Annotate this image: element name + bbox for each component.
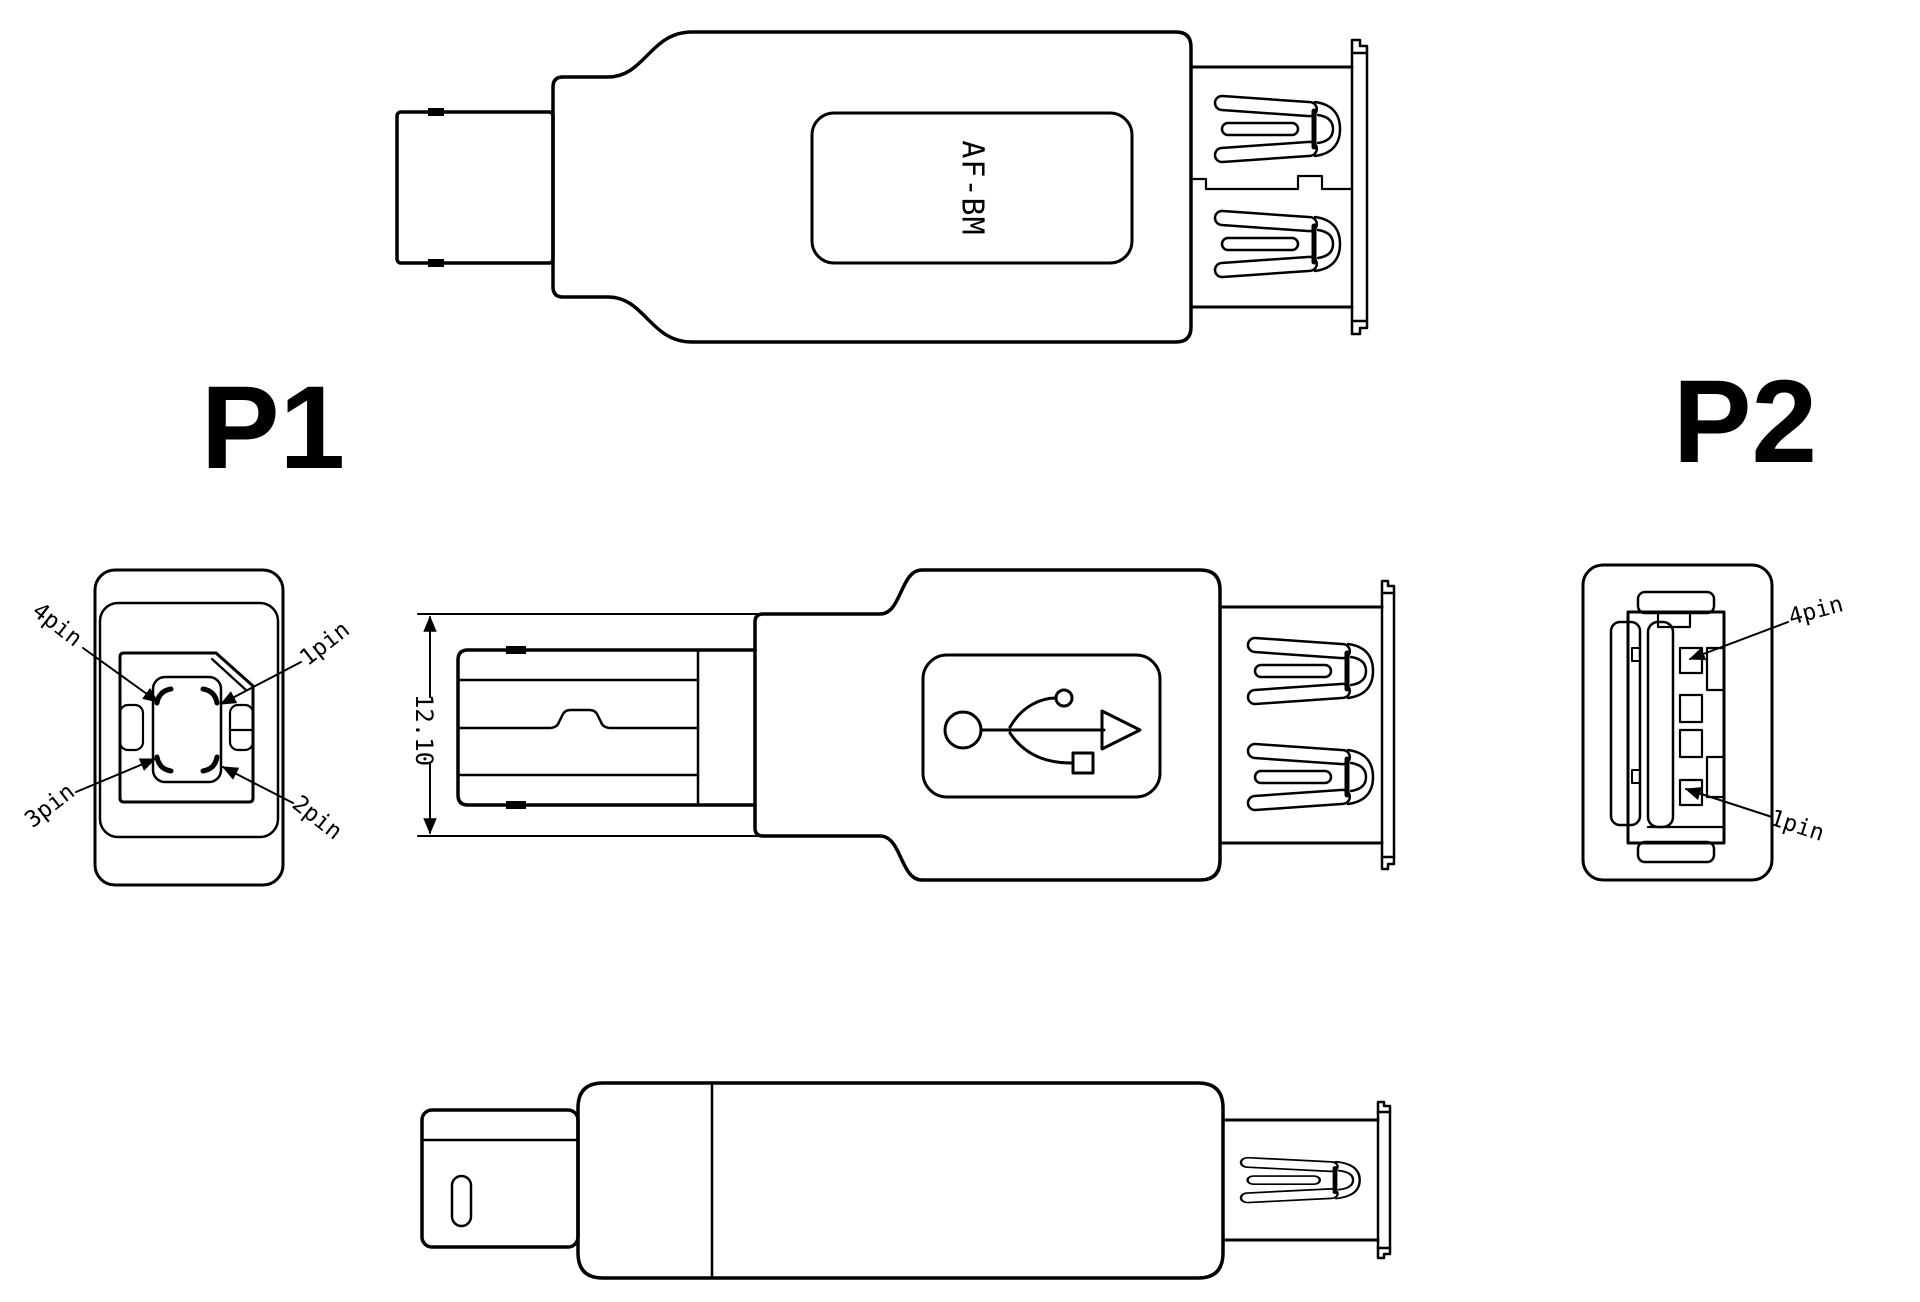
top-a-shell-cap — [1350, 51, 1369, 323]
side-a-shell-tab-bottom — [1380, 855, 1396, 871]
side-b-tick-top — [506, 646, 526, 654]
p2-outer-body — [1581, 563, 1774, 882]
bottom-a-shell-cap — [1376, 1110, 1392, 1250]
p1-contact-4 — [154, 686, 174, 706]
top-a-shell-tab-top — [1350, 38, 1369, 55]
port1-label: P1 — [201, 362, 345, 494]
p2-left-column — [1609, 620, 1642, 827]
p1-leader-4pin — [82, 647, 160, 703]
bottom-a-shell-tab-top — [1376, 1100, 1392, 1114]
p1-leader-1pin — [219, 661, 302, 705]
p2-shell-notch-top — [1656, 610, 1692, 629]
p2-pin-label-4: 4pin — [1786, 591, 1846, 630]
top-a-shell-spring-upper — [1215, 96, 1340, 163]
usb-logo-panel — [921, 653, 1162, 799]
side-a-shell-spring-lower — [1248, 744, 1373, 811]
p1-leader-2pin — [221, 766, 294, 804]
p1-pin-label-1: 1pin — [295, 617, 355, 672]
bottom-a-shell-spring — [1241, 1157, 1360, 1203]
side-body-outline — [753, 568, 1222, 882]
p1-groove-left — [118, 703, 145, 752]
p2-spring-cutout-bottom — [1705, 755, 1726, 799]
bottom-a-shell-tab-bottom — [1376, 1246, 1392, 1260]
p2-shell-bump-bottom — [1636, 840, 1716, 864]
p1-end-view — [75, 568, 302, 887]
dimension-text: 12.10 — [410, 694, 438, 766]
top-usb-b-plug — [395, 110, 555, 265]
bottom-body-outline — [576, 1081, 1225, 1280]
p2-end-view — [1581, 563, 1789, 882]
p2-tongue — [1646, 620, 1675, 829]
p2-shell-bump-top — [1636, 590, 1716, 615]
p1-b-shell-chamfer-inner — [210, 657, 248, 692]
p2-leader-4pin — [1688, 621, 1789, 661]
p2-spring-cutout-top — [1705, 646, 1726, 692]
bottom-b-slot — [450, 1174, 473, 1228]
bottom-usb-b-plug — [420, 1108, 580, 1249]
p1-pin-label-4: 4pin — [27, 598, 87, 653]
side-a-shell-spring-upper — [1248, 638, 1373, 705]
p2-pin-label-1: 1pin — [1767, 805, 1828, 847]
p2-contact-window-1 — [1678, 646, 1704, 675]
p1-contact-2 — [200, 754, 220, 774]
p1-pin-label-2: 2pin — [287, 791, 347, 846]
side-view — [417, 568, 1396, 882]
p2-contact-window-2 — [1678, 693, 1704, 724]
p1-contact-3 — [154, 754, 174, 774]
side-b-line-2-latch — [456, 708, 700, 730]
p2-leader-1pin — [1684, 787, 1773, 818]
p2-contact-window-3 — [1678, 728, 1704, 759]
top-b-plug-tick-bottom — [428, 259, 444, 267]
p1-contact-1 — [200, 686, 220, 706]
bottom-view — [420, 1081, 1392, 1280]
p1-b-shell — [118, 651, 255, 804]
p1-opening — [151, 675, 223, 784]
p1-inner-inset — [98, 601, 280, 839]
p1-leader-3pin — [75, 758, 157, 793]
p1-pin-label-3: 3pin — [20, 779, 80, 834]
side-a-shell-tab-top — [1380, 579, 1396, 595]
usb-trident-icon — [943, 688, 1142, 775]
top-a-shell-spring-lower — [1215, 211, 1340, 278]
p1-outer-body — [93, 568, 285, 887]
top-a-shell-seam — [1189, 174, 1354, 191]
top-view — [395, 30, 1369, 344]
p1-groove-right — [228, 703, 255, 752]
top-body-outline — [551, 30, 1193, 344]
side-b-tick-bottom — [506, 801, 526, 809]
top-b-plug-tick-top — [428, 108, 444, 116]
side-a-shell-cap — [1380, 591, 1396, 859]
port2-label: P2 — [1673, 356, 1817, 488]
top-a-shell-tab-bottom — [1350, 319, 1369, 336]
top-marking-text: AF-BM — [955, 140, 990, 235]
p2-shell — [1626, 610, 1726, 845]
p2-left-column-tick-bottom — [1631, 769, 1641, 784]
p2-left-column-tick-top — [1631, 647, 1641, 662]
top-marking-panel — [810, 111, 1134, 265]
